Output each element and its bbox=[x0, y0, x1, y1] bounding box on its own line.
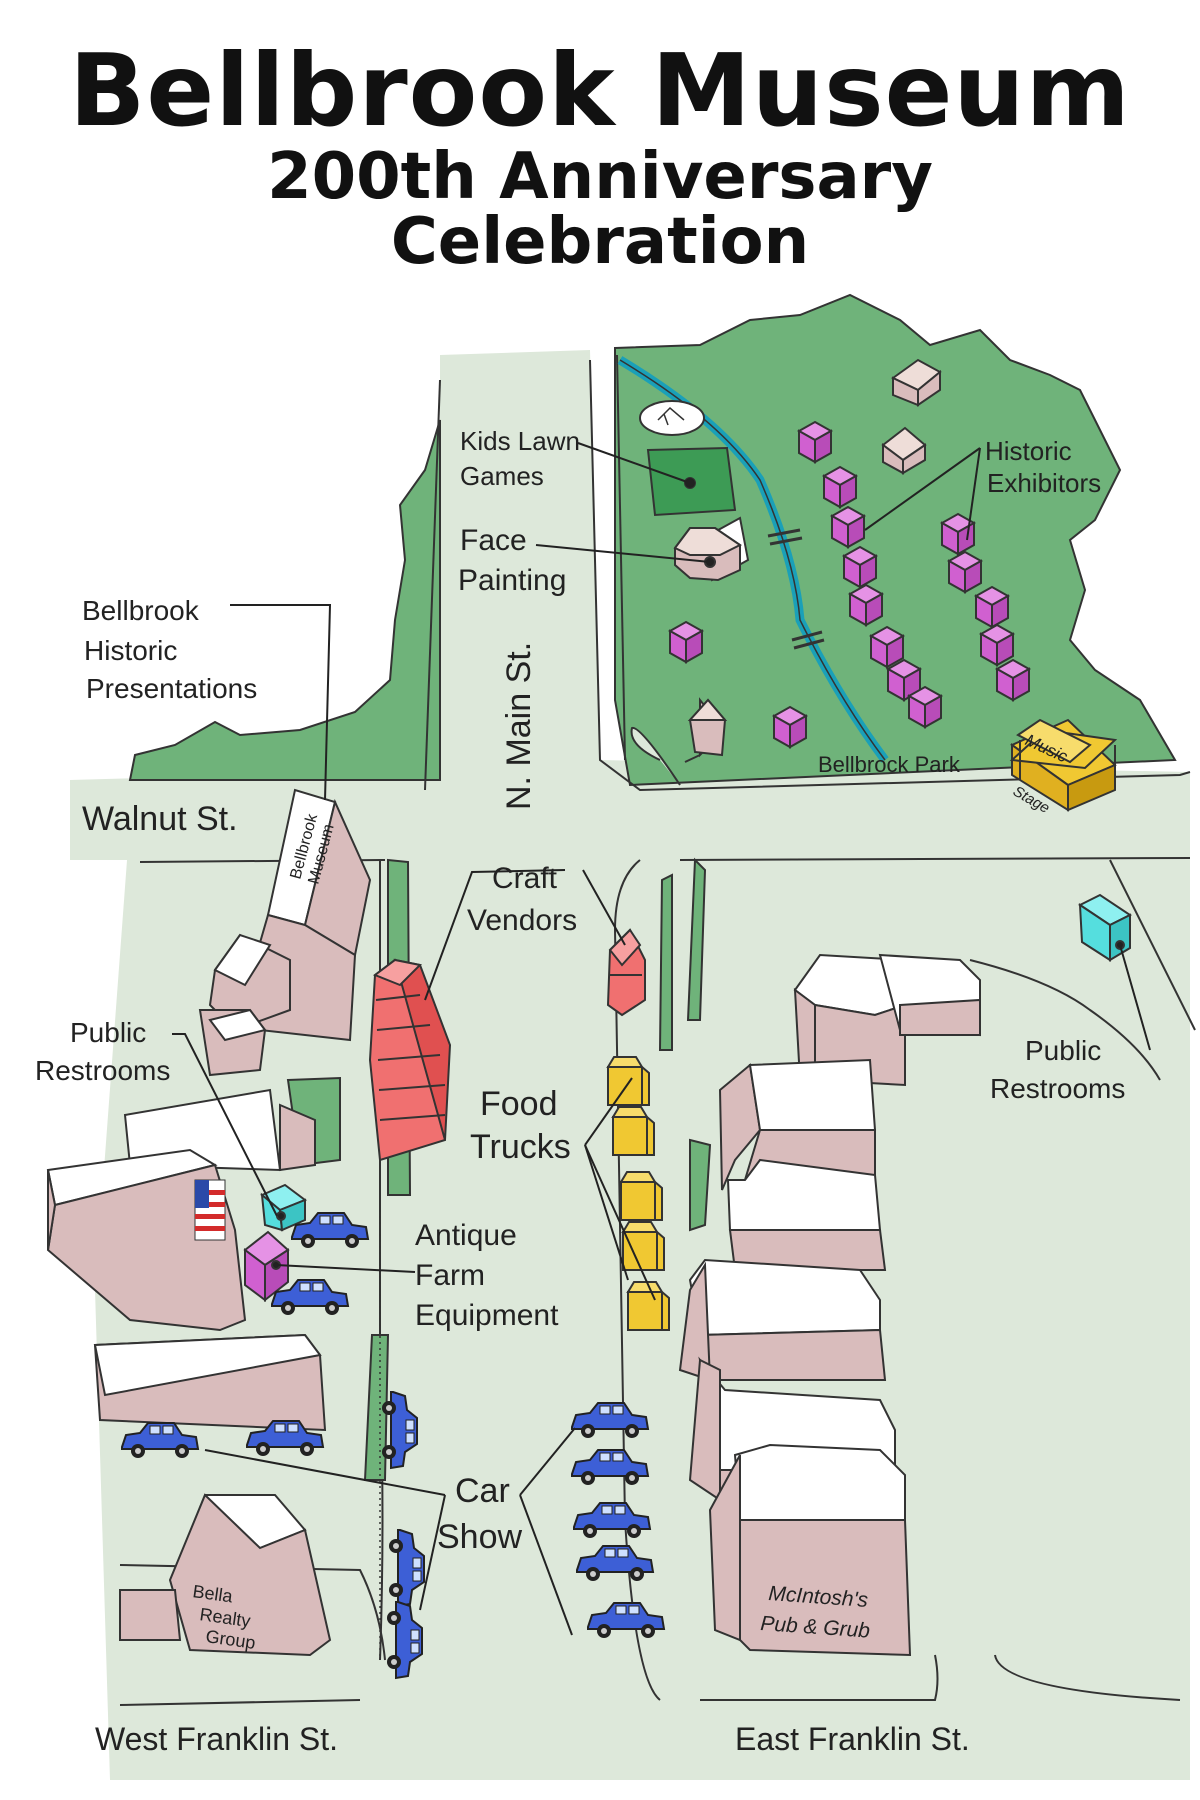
map-subtitle-line1: 200th Anniversary bbox=[267, 140, 933, 214]
face-painting-line2: Painting bbox=[458, 564, 566, 597]
craft-vendor-tents bbox=[368, 928, 646, 1162]
public-restrooms-left-line2: Restrooms bbox=[35, 1055, 170, 1086]
street-west-franklin: West Franklin St. bbox=[95, 1721, 338, 1757]
historic-presentations-line1: Bellbrook bbox=[82, 595, 200, 626]
antique-farm-booth bbox=[243, 1230, 290, 1303]
east-buildings bbox=[678, 953, 981, 1657]
music-stage: Music Stage bbox=[1009, 718, 1118, 817]
antique-farm-equipment-line3: Equipment bbox=[415, 1299, 559, 1332]
food-trucks-line2: Trucks bbox=[470, 1128, 571, 1166]
historic-presentations-line3: Presentations bbox=[86, 673, 257, 704]
car-show-line1: Car bbox=[455, 1472, 510, 1510]
kids-lawn-games-line1: Kids Lawn bbox=[460, 426, 580, 456]
historic-exhibitors-line1: Historic bbox=[985, 436, 1072, 466]
kids-lawn-games-line2: Games bbox=[460, 461, 544, 491]
restroom-right bbox=[1078, 893, 1132, 962]
west-greenspace bbox=[128, 379, 441, 791]
map-labels: Walnut St. N. Main St. West Franklin St.… bbox=[35, 426, 1125, 1757]
west-buildings bbox=[46, 788, 372, 1657]
street-walnut: Walnut St. bbox=[82, 800, 238, 838]
park-features bbox=[639, 358, 942, 763]
street-east-franklin: East Franklin St. bbox=[735, 1721, 970, 1757]
public-restrooms-right-line1: Public bbox=[1025, 1035, 1101, 1066]
american-flag bbox=[194, 1179, 226, 1241]
map-subtitle-line2: Celebration bbox=[390, 205, 810, 279]
public-restrooms-right-line2: Restrooms bbox=[990, 1073, 1125, 1104]
park-name: Bellbrock Park bbox=[818, 752, 961, 777]
map-title: Bellbrook Museum bbox=[69, 32, 1131, 149]
public-restrooms-left-line1: Public bbox=[70, 1017, 146, 1048]
face-painting-line1: Face bbox=[460, 524, 527, 557]
historic-exhibitors-line2: Exhibitors bbox=[987, 468, 1101, 498]
restroom-left bbox=[260, 1183, 308, 1232]
craft-vendors-line2: Vendors bbox=[467, 904, 577, 937]
leader-lines bbox=[172, 442, 1151, 1636]
antique-farm-equipment-line1: Antique bbox=[415, 1219, 517, 1252]
antique-farm-equipment-line2: Farm bbox=[415, 1259, 485, 1292]
curbs bbox=[119, 857, 1196, 1706]
historic-presentations-line2: Historic bbox=[84, 635, 177, 666]
car-show-line2: Show bbox=[437, 1518, 522, 1556]
street-n-main: N. Main St. bbox=[500, 642, 538, 810]
craft-vendors-line1: Craft bbox=[492, 862, 558, 895]
food-trucks-line1: Food bbox=[480, 1085, 558, 1123]
